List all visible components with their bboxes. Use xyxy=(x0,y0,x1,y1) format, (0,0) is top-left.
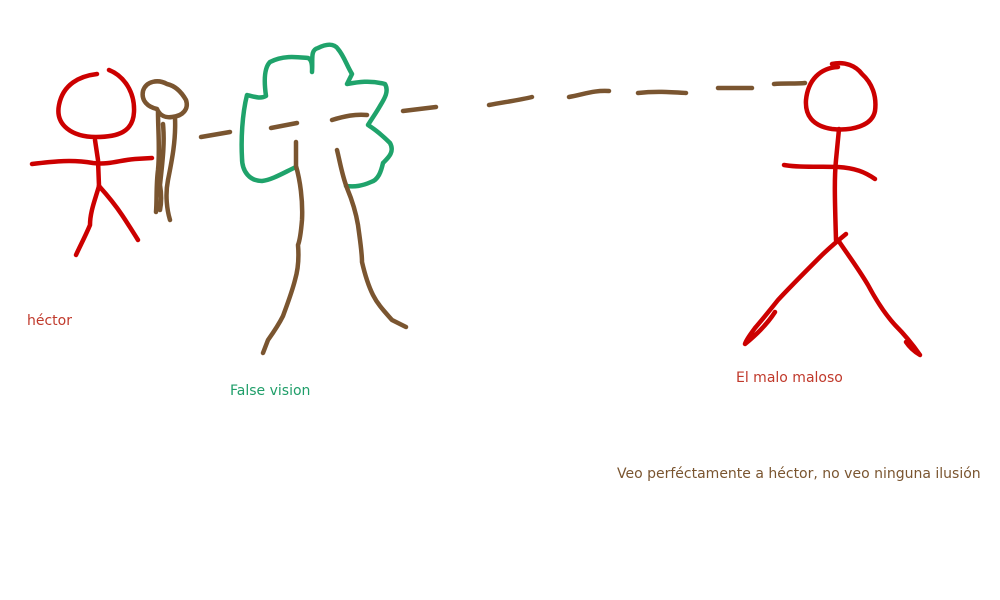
hector-leg-right xyxy=(96,183,141,243)
villain-head xyxy=(803,60,878,132)
big-tree xyxy=(239,42,409,356)
villain-label: El malo maloso xyxy=(736,370,843,386)
hector-body xyxy=(92,137,102,189)
big-tree-trunk-right xyxy=(334,147,409,330)
big-tree-crown xyxy=(239,42,394,189)
hector-figure xyxy=(29,67,155,258)
villain-quote: Veo perféctamente a héctor, no veo ningu… xyxy=(617,466,981,482)
villain-leg-right xyxy=(835,237,923,358)
villain-leg-left xyxy=(742,231,849,347)
line-of-sight xyxy=(198,80,808,140)
hector-leg-left xyxy=(73,183,102,258)
small-tree xyxy=(140,79,189,223)
villain-body xyxy=(832,126,842,243)
villain-arms xyxy=(781,162,878,182)
hector-arms xyxy=(29,155,155,167)
villain-figure xyxy=(742,60,923,358)
hector-label: héctor xyxy=(27,313,72,329)
false-vision-label: False vision xyxy=(230,383,311,399)
hector-head xyxy=(56,67,137,140)
small-tree-trunk xyxy=(153,109,178,223)
big-tree-trunk-left xyxy=(260,139,305,356)
small-tree-crown xyxy=(140,79,189,120)
